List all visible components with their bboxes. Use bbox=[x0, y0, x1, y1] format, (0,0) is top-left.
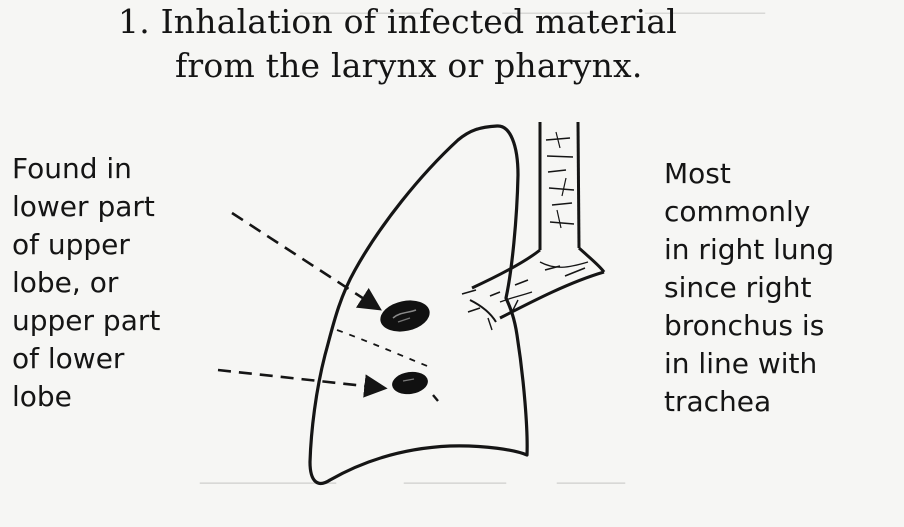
lesion-lower-icon bbox=[392, 371, 428, 395]
speck-mark bbox=[432, 394, 439, 402]
left-annotation: Found in lower part of upper lobe, or up… bbox=[12, 152, 161, 413]
dashed-arrow-icon bbox=[231, 211, 382, 311]
bronchus-icon bbox=[461, 246, 606, 331]
lobe-fissure bbox=[336, 329, 433, 369]
right-annotation: Most commonly in right lung since right … bbox=[664, 157, 835, 418]
dashed-arrow-icon bbox=[217, 368, 388, 398]
title-line-2: from the larynx or pharynx. bbox=[175, 46, 643, 85]
trachea-icon bbox=[538, 121, 581, 250]
title-line-1: 1. Inhalation of infected material bbox=[118, 2, 677, 41]
lesion-upper-icon bbox=[380, 300, 430, 332]
lung-outline-icon bbox=[308, 124, 529, 485]
